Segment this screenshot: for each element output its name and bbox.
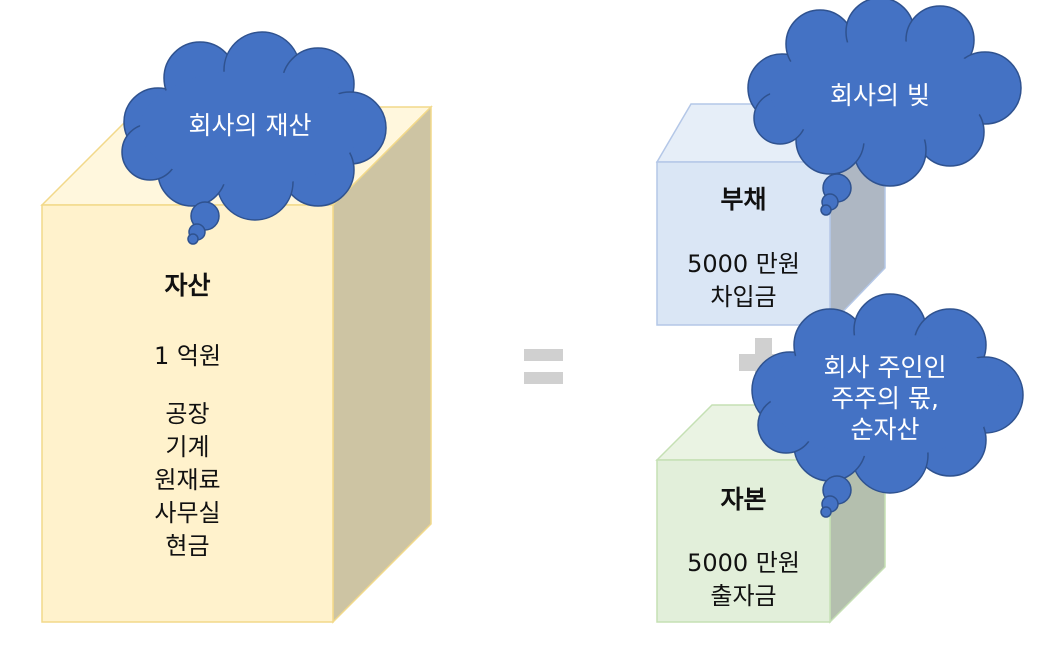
- assets-item: 기계: [165, 433, 210, 461]
- liabilities-amount: 5000 만원: [687, 250, 800, 278]
- equity-amount: 5000 만원: [687, 549, 800, 577]
- assets-item: 원재료: [154, 466, 221, 494]
- assets-item: 사무실: [154, 499, 221, 527]
- assets-item: 공장: [165, 400, 210, 428]
- cloud-assets: [121, 31, 387, 245]
- cloud-equity-text: 회사 주인인 주주의 몫, 순자산: [770, 352, 1000, 445]
- assets-items: 공장 기계 원재료 사무실 현금: [42, 398, 333, 563]
- cloud-equity: [751, 293, 1024, 518]
- cloud-assets-text: 회사의 재산: [188, 111, 312, 140]
- cloud-equity-line: 주주의 몫,: [831, 384, 939, 413]
- assets-item: 현금: [165, 532, 210, 560]
- cloud-equity-line: 순자산: [850, 415, 920, 444]
- assets-amount: 1 억원: [153, 342, 222, 370]
- liabilities-desc: 차입금: [710, 283, 777, 311]
- assets-box: [40, 105, 433, 624]
- equals-sign: [524, 349, 563, 384]
- cloud-liabilities-text: 회사의 빚: [830, 81, 930, 110]
- equity-title: 자본: [720, 485, 767, 514]
- cloud-equity-line: 회사 주인인: [823, 353, 947, 382]
- liabilities-title: 부채: [720, 185, 767, 214]
- cloud-liabilities: [747, 0, 1022, 216]
- equity-desc: 출자금: [710, 582, 777, 610]
- assets-title: 자산: [164, 271, 211, 300]
